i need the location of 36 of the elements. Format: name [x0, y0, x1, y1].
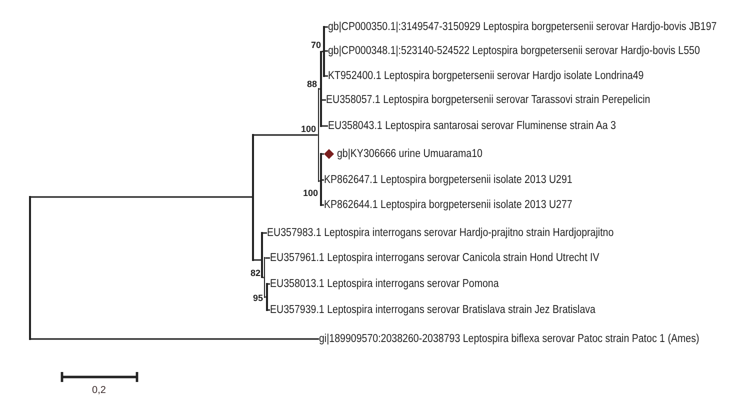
taxon-label: gi|189909570:2038260-2038793 Leptospira biflexa serovar Patoc strain Patoc 1 (Ames)	[319, 332, 700, 346]
taxon-label: EU358013.1 Leptospira interrogans serovar Pomona	[270, 278, 499, 290]
branch-line	[254, 134, 318, 136]
clade-line	[29, 196, 31, 340]
taxon-label: KP862647.1 Leptospira borgpetersenii isolate 2013 U291	[324, 174, 572, 186]
bootstrap-value: 88	[306, 79, 317, 89]
clade-line	[320, 50, 322, 127]
taxon-label: gb|CP000350.1|:3149547-3150929 Leptospira borgpetersenii serovar Hardjo-bovis JB197	[328, 20, 717, 34]
taxon-label: KP862644.1 Leptospira borgpetersenii isolate 2013 U277	[324, 198, 572, 212]
taxon-label: KT952400.1 Leptospira borgpetersenii serovar Hardjo isolate Londrina49	[328, 70, 644, 82]
clade-line	[318, 88, 320, 182]
taxon-label: EU357939.1 Leptospira interrogans serovar Bratislava strain Jez Bratislava	[270, 304, 596, 316]
clade-line	[320, 153, 322, 206]
branch-line	[262, 276, 264, 278]
clade-line	[266, 283, 268, 311]
bootstrap-value: 82	[250, 268, 260, 278]
branch-line	[319, 88, 320, 90]
bootstrap-value: 95	[252, 293, 263, 303]
taxon-label: EU358043.1 Leptospira santarosai serovar Fluminense strain Aa 3	[328, 120, 616, 132]
taxon-label: gb|CP000348.1|:523140-524522 Leptospira borgpetersenii serovar Hardjo-bovis L550	[328, 44, 700, 58]
clade-line	[252, 134, 254, 261]
branch-line	[30, 196, 252, 198]
bootstrap-value: 70	[310, 40, 321, 50]
taxon-label: gb|KY306666 urine Umuarama10	[337, 148, 482, 160]
scale-label: 0,2	[92, 385, 106, 396]
taxon-label: EU358057.1 Leptospira borgpetersenii serovar Tarassovi strain Perepelicin	[326, 94, 650, 106]
branch-line	[30, 338, 319, 340]
bootstrap-value: 100	[302, 188, 318, 198]
clade-line	[261, 232, 263, 278]
branch-line	[319, 180, 320, 182]
clade-line	[323, 26, 325, 77]
clade-line	[264, 257, 266, 298]
branch-line	[265, 296, 266, 298]
taxon-label: EU357961.1 Leptospira interrogans serovar Canicola strain Hond Utrecht IV	[270, 252, 600, 264]
taxon-label: EU357983.1 Leptospira interrogans serovar Hardjo-prajitno strain Hardjoprajitno	[267, 226, 614, 240]
bootstrap-value: 100	[300, 124, 316, 134]
